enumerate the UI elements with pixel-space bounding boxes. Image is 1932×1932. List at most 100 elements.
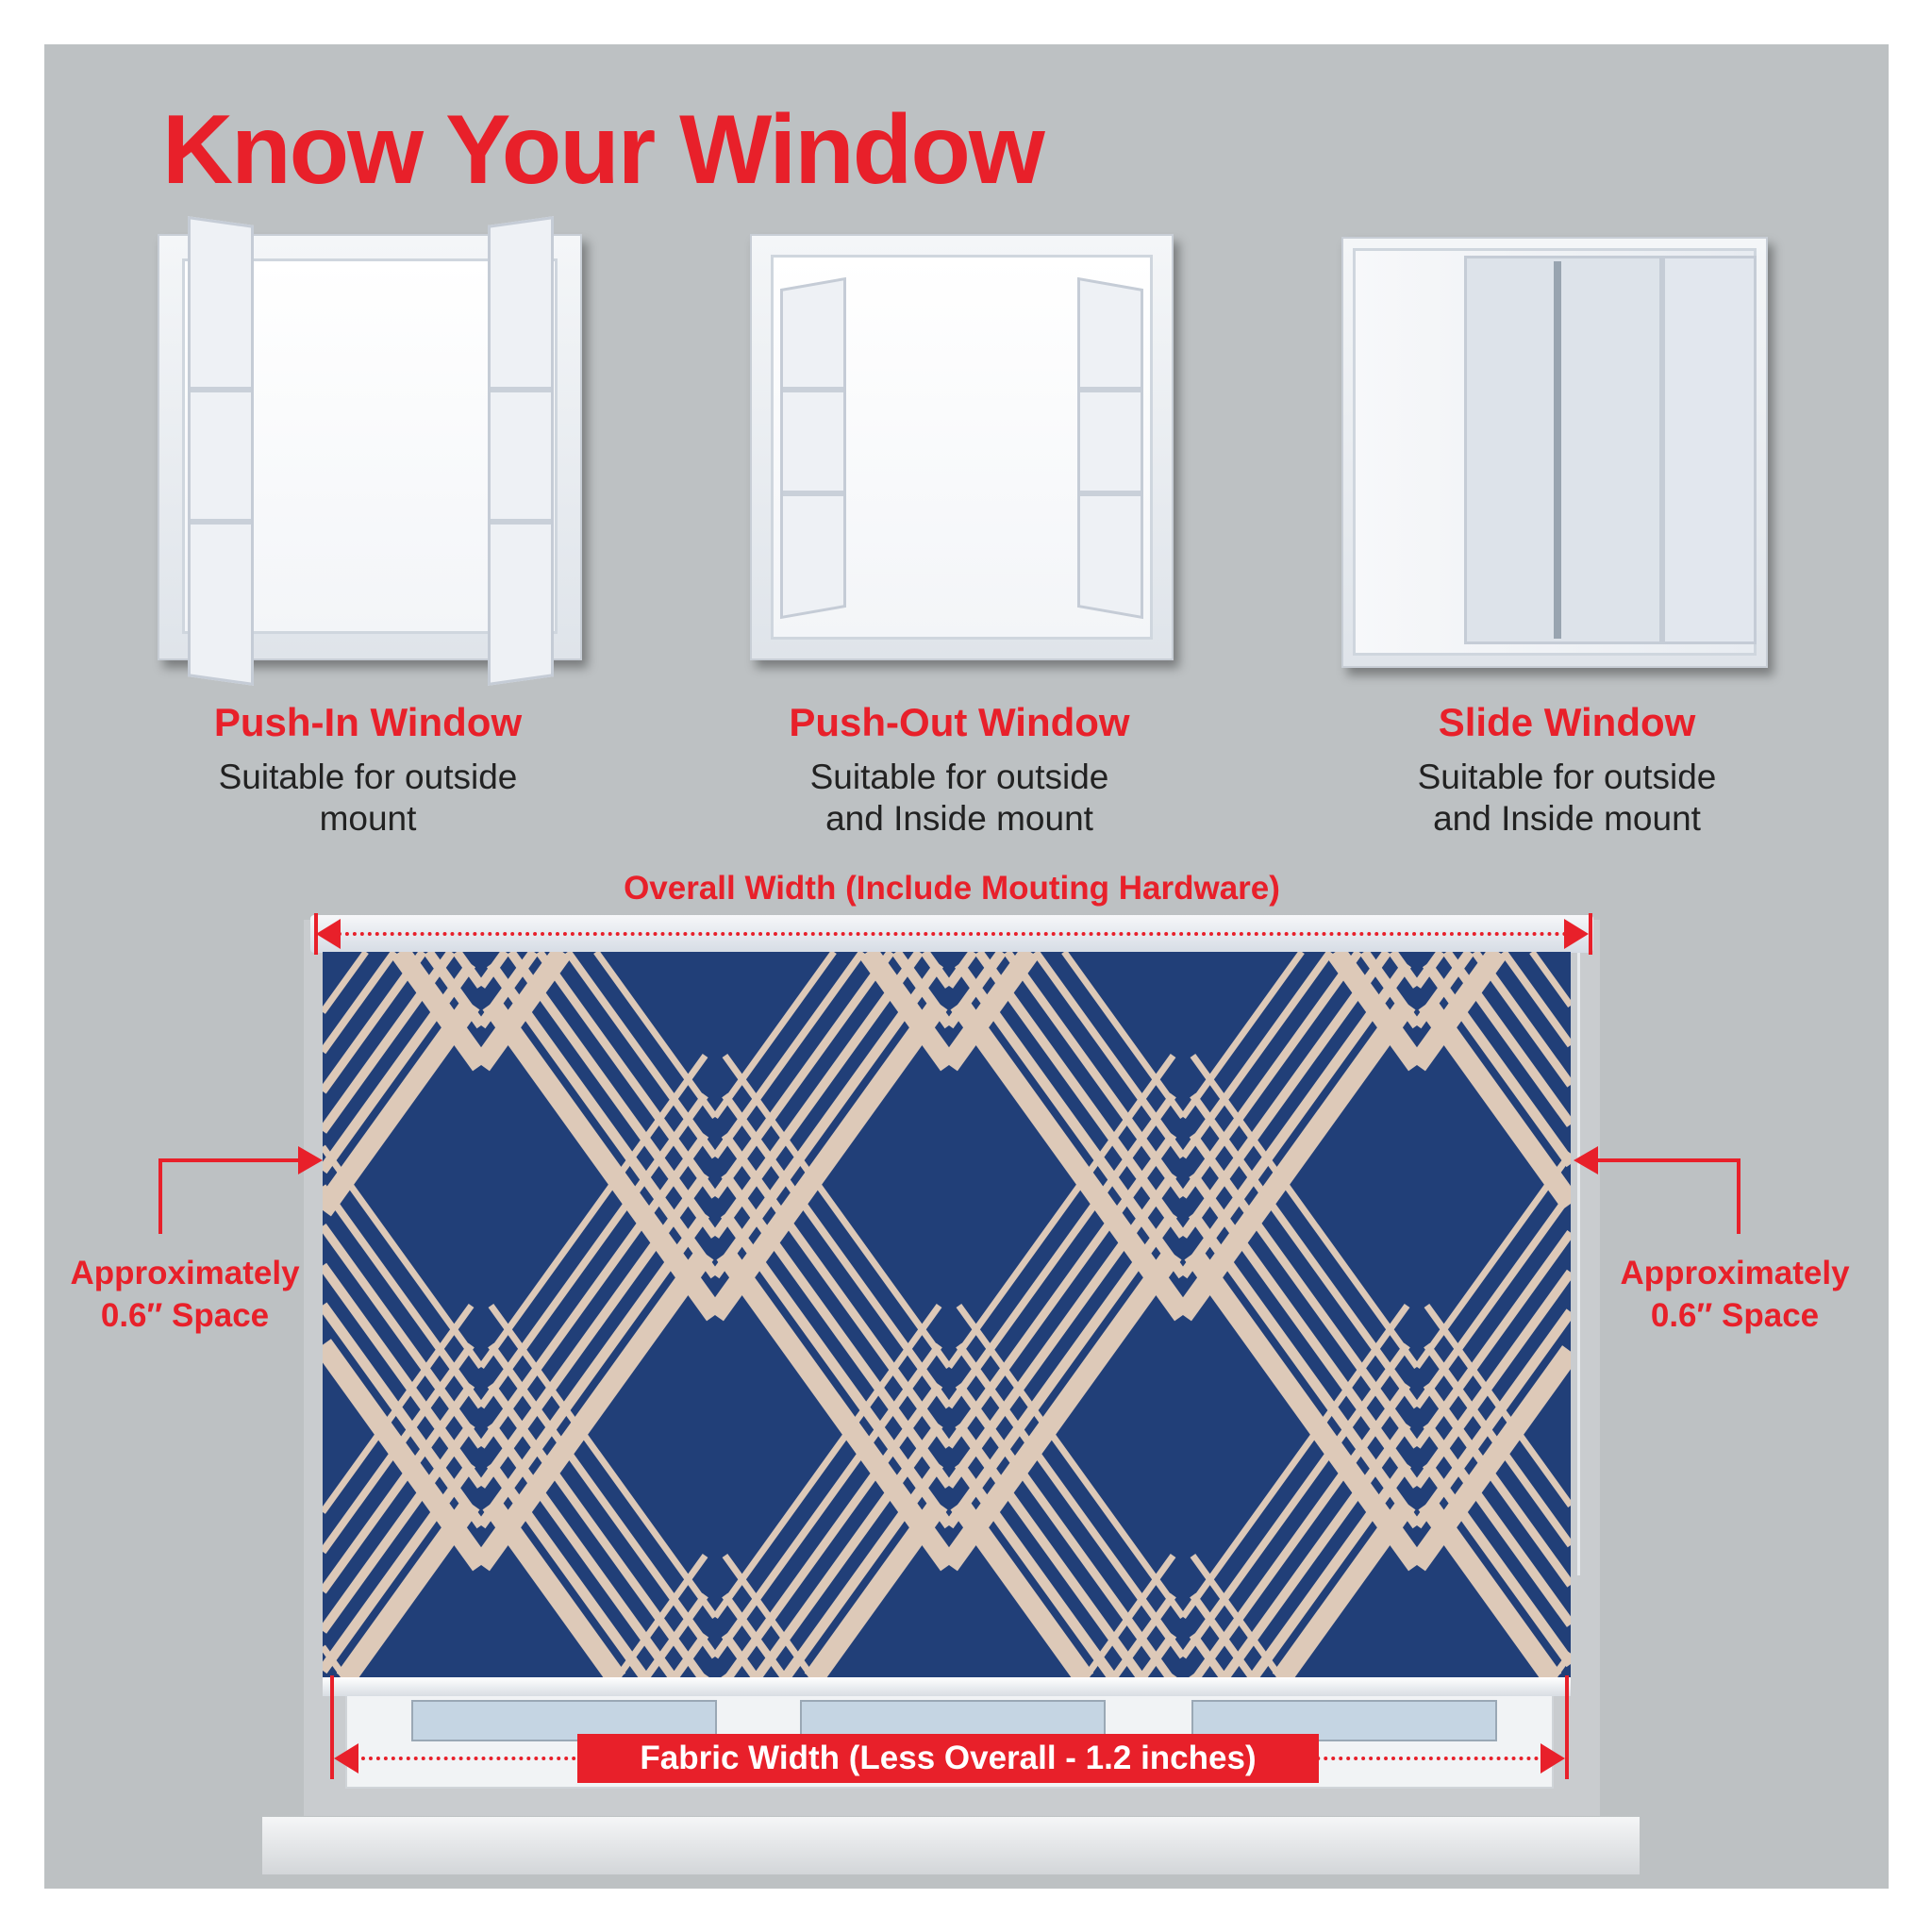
chevron-stripe — [941, 1247, 1182, 1572]
chevron-stripe — [1442, 952, 1571, 1127]
chevron-stripe — [478, 1053, 708, 1370]
chevron-stripe — [487, 1382, 707, 1679]
chevron-stripe — [1174, 997, 1416, 1322]
chevron-stripe — [1178, 952, 1391, 1239]
page-title: Know Your Window — [162, 95, 1045, 205]
chevron-stripe — [722, 1053, 952, 1370]
chevron-stripe — [1500, 952, 1571, 1048]
chevron-stripe — [1418, 1497, 1562, 1679]
chevron-stripe — [482, 997, 724, 1322]
chevron-stripe — [722, 1553, 817, 1679]
chevron-stripe — [323, 960, 476, 1174]
chevron-stripe — [1191, 1382, 1411, 1679]
dimension-tick — [314, 913, 318, 955]
chevron-stripe — [950, 997, 1191, 1322]
chevron-stripe — [564, 952, 719, 1159]
chevron-stripe — [1272, 1497, 1416, 1679]
window-mullion — [491, 519, 551, 525]
window-mullion — [491, 387, 551, 392]
fabric-blind — [323, 952, 1571, 1679]
window-sash — [488, 216, 554, 686]
chevron-stripe — [670, 1632, 709, 1679]
desc-line: and Inside mount — [1433, 799, 1701, 838]
chevron-stripe — [323, 952, 427, 1094]
chevron-stripe — [476, 1210, 710, 1529]
chevron-stripe — [1061, 952, 1186, 1120]
chevron-stripe — [641, 1592, 708, 1679]
chevron-stripe — [323, 1342, 475, 1555]
chevron-stripe — [710, 952, 924, 1239]
chevron-stripe — [1180, 952, 1305, 1120]
chevron-stripe — [1138, 1632, 1177, 1679]
chevron-stripe — [711, 952, 866, 1159]
chevron-stripe — [1190, 1553, 1285, 1679]
chevron-stripe — [323, 952, 398, 1055]
chevron-stripe — [721, 1632, 760, 1679]
dimension-tick — [330, 1675, 334, 1779]
chevron-stripe — [473, 1247, 714, 1572]
chevron-stripe — [1109, 1592, 1176, 1679]
chevron-stripe — [712, 1303, 942, 1620]
chevron-stripe — [1423, 1382, 1571, 1588]
push-out-window-image — [750, 234, 1174, 660]
push-in-window-image — [158, 216, 582, 686]
chevron-stripe — [323, 1303, 475, 1514]
chevron-stripe — [1424, 1303, 1571, 1507]
window-mullion — [1080, 387, 1141, 392]
chevron-stripe — [954, 960, 1188, 1279]
chevron-stripe — [593, 952, 718, 1120]
chevron-stripe — [477, 1132, 709, 1449]
chevron-stripe — [722, 1092, 953, 1409]
pull-cord — [1577, 953, 1580, 1575]
chevron-stripe — [944, 1210, 1178, 1529]
overall-width-dimension-line — [330, 932, 1575, 936]
chevron-stripe — [1190, 1092, 1421, 1409]
desc-line: Suitable for outside — [1417, 758, 1717, 796]
callout-line: Approximately — [1620, 1255, 1850, 1291]
window-mullion — [191, 519, 251, 525]
arrow-left-icon — [334, 1743, 358, 1774]
chevron-stripe — [711, 1342, 942, 1659]
chevron-stripe — [720, 1210, 954, 1529]
window-mullion — [783, 387, 843, 392]
chevron-stripe — [477, 1092, 708, 1409]
chevron-stripe — [956, 1303, 1186, 1620]
chevron-stripe — [1081, 1553, 1176, 1679]
chevron-stripe — [1188, 1210, 1422, 1529]
chevron-stripe — [323, 1644, 349, 1679]
chevron-stripe — [1529, 952, 1571, 1008]
chevron-stripe — [721, 1132, 953, 1449]
callout-line: 0.6″ Space — [1650, 1297, 1820, 1334]
chevron-stripe — [323, 1460, 476, 1674]
bottom-rail — [323, 1677, 1571, 1696]
dimension-tick — [1589, 913, 1592, 955]
chevron-stripe — [779, 1460, 944, 1679]
window-mullion — [783, 491, 843, 496]
chevron-stripe — [1549, 1651, 1571, 1679]
push-out-window-label: Push-Out Window — [789, 700, 1130, 744]
chevron-stripe — [724, 1382, 943, 1679]
chevron-stripe — [950, 1497, 1094, 1679]
arrow-right-icon — [298, 1146, 323, 1174]
push-in-window-label: Push-In Window — [213, 700, 523, 744]
chevron-stripe — [1471, 952, 1571, 1088]
chevron-stripe — [707, 997, 948, 1322]
chevron-stripe — [974, 952, 1188, 1239]
chevron-stripe — [1418, 997, 1571, 1210]
chevron-stripe — [1422, 1460, 1571, 1668]
chevron-stripe — [955, 1382, 1174, 1679]
arrow-right-icon — [1541, 1743, 1565, 1774]
slide-window-label: Slide Window — [1438, 700, 1696, 744]
chevron-stripe — [482, 1497, 626, 1679]
chevron-stripe — [1189, 1632, 1228, 1679]
chevron-stripe — [507, 952, 720, 1239]
chevron-stripe — [944, 1172, 1177, 1489]
chevron-stripe — [1184, 1247, 1425, 1572]
desc-line: Suitable for outside — [809, 758, 1109, 796]
chevron-stripe — [336, 1497, 480, 1679]
chevron-stripe — [323, 952, 369, 1014]
window-mullion — [191, 387, 251, 392]
